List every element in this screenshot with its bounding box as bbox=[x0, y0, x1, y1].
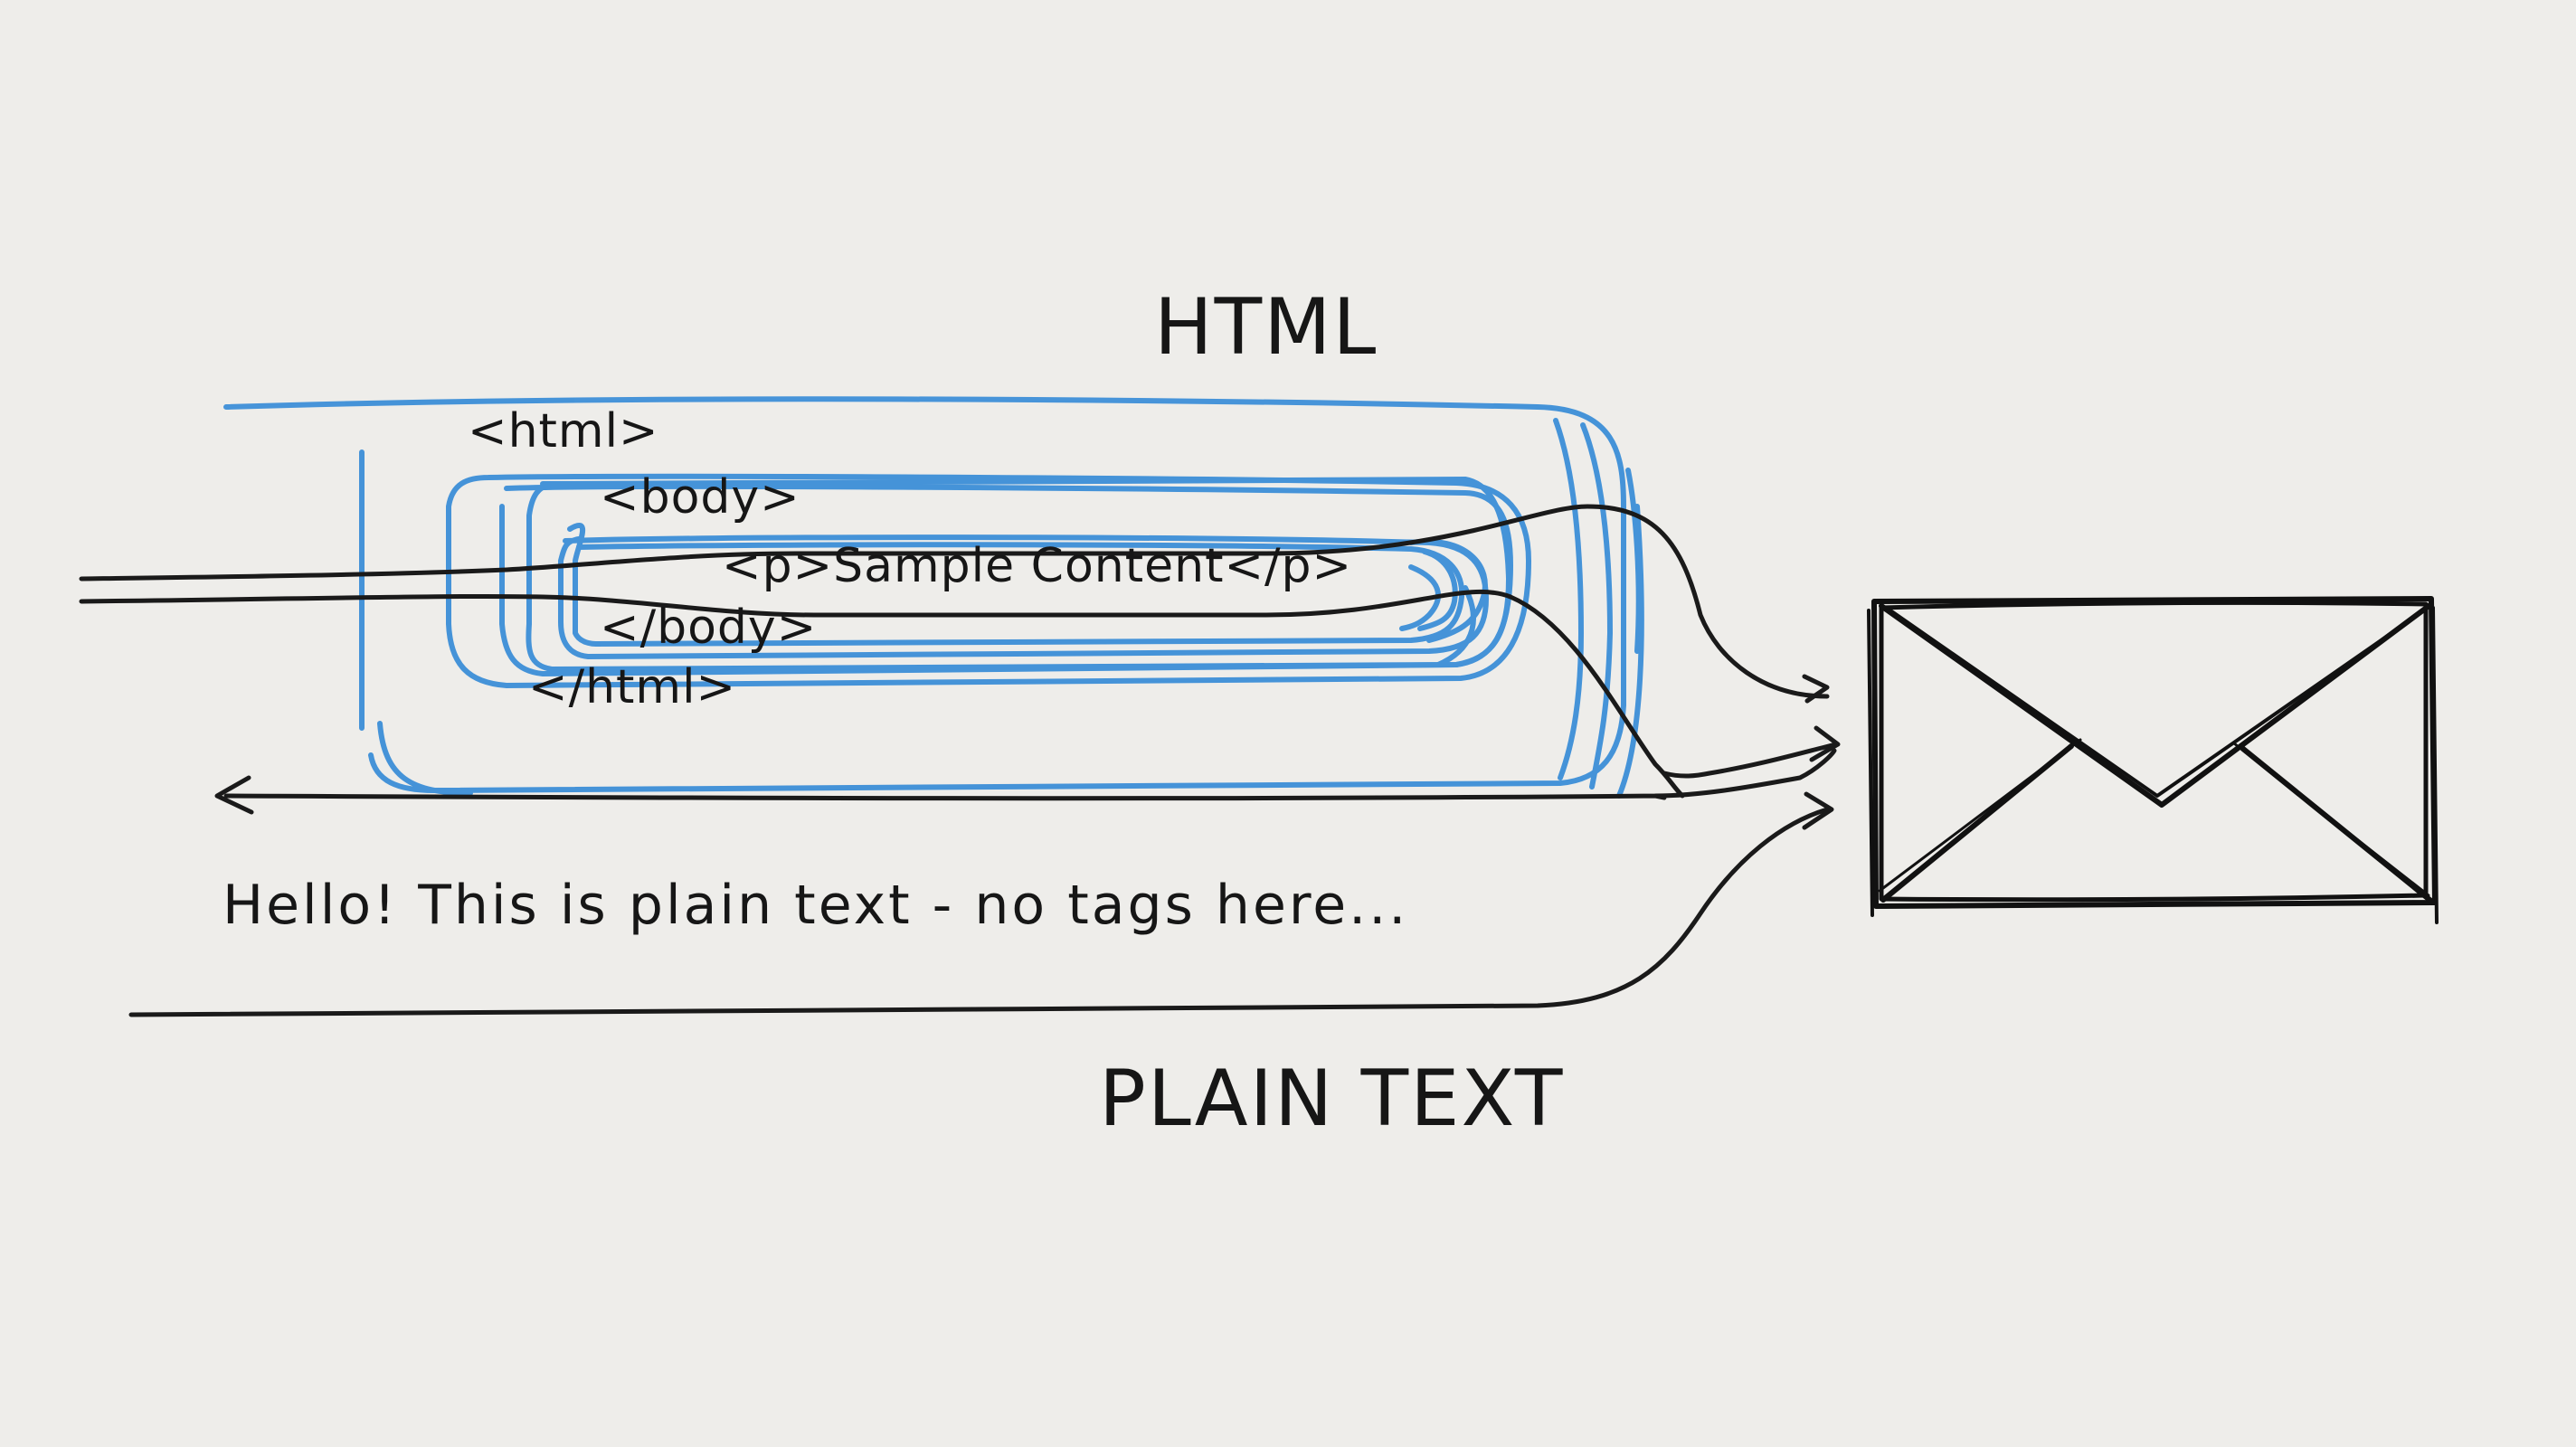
arrow-icon bbox=[214, 674, 1841, 830]
code-paragraph: <p>Sample Content</p> bbox=[722, 539, 1353, 593]
code-close-html: </html> bbox=[528, 660, 737, 714]
arrow-head-right-3 bbox=[1802, 791, 1834, 830]
plain-flow-line bbox=[128, 807, 1830, 1017]
html-outline-loops bbox=[223, 396, 1644, 799]
envelope-icon bbox=[1867, 596, 2439, 924]
html-title: HTML bbox=[1154, 282, 1378, 373]
html-flow-line-to-envelope bbox=[1662, 742, 1839, 779]
code-close-body: </body> bbox=[600, 601, 818, 655]
html-flow-line-top bbox=[79, 504, 1830, 699]
code-open-body: <body> bbox=[600, 470, 800, 525]
code-open-html: <html> bbox=[468, 404, 659, 459]
html-flow-line-inner bbox=[79, 589, 1685, 799]
return-line bbox=[223, 748, 1837, 801]
arrow-head-left bbox=[214, 775, 254, 815]
flow-lines bbox=[79, 504, 1839, 1017]
arrow-head-right-1 bbox=[1802, 674, 1830, 704]
plain-text-title: PLAIN TEXT bbox=[1099, 1054, 1565, 1144]
arrow-head-right-2 bbox=[1809, 725, 1841, 762]
plain-text-sample: Hello! This is plain text - no tags here… bbox=[223, 874, 1409, 937]
